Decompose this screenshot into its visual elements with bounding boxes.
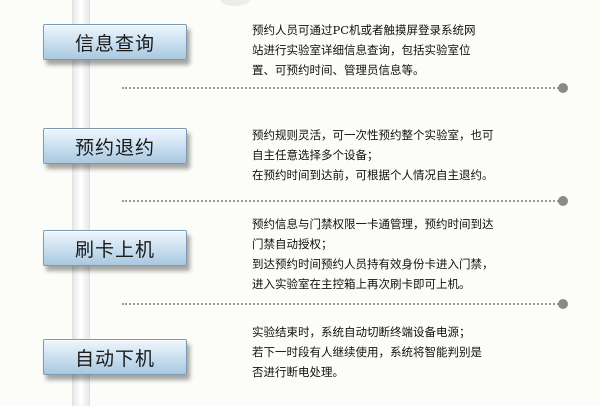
step-3-line: 进入实验室在主控箱上再次刷卡即可上机。 xyxy=(252,277,471,291)
separator-3-end-dot xyxy=(558,299,568,309)
separator-1 xyxy=(122,87,562,89)
top-decoration xyxy=(220,0,250,6)
step-1-line: 置、可预约时间、管理员信息等。 xyxy=(252,63,425,77)
step-4-label: 自动下机 xyxy=(74,347,155,370)
step-4-description: 实验结束时，系统自动切断终端设备电源； 若下一时段有人继续使用，系统将智能判别是… xyxy=(252,322,572,382)
step-4-line: 实验结束时，系统自动切断终端设备电源； xyxy=(252,325,471,339)
step-4-line: 否进行断电处理。 xyxy=(252,365,344,379)
step-2-line: 预约规则灵活，可一次性预约整个实验室，也可 xyxy=(252,128,494,142)
step-3-line: 门禁自动授权； xyxy=(252,237,333,251)
step-3-line: 到达预约时间预约人员持有效身份卡进入门禁， xyxy=(252,257,494,271)
step-2-line: 自主任意选择多个设备； xyxy=(252,148,379,162)
step-2-line: 在预约时间到达前，可根据个人情况自主退约。 xyxy=(252,168,494,182)
separator-1-end-dot xyxy=(558,83,568,93)
step-4-line: 若下一时段有人继续使用，系统将智能判别是 xyxy=(252,345,482,359)
step-1-line: 站进行实验室详细信息查询，包括实验室位 xyxy=(252,43,471,57)
step-2-box: 预约退约 xyxy=(43,128,187,164)
step-3-box: 刷卡上机 xyxy=(43,230,187,266)
step-3-line: 预约信息与门禁权限一卡通管理，预约时间到达 xyxy=(252,217,494,231)
timeline-track xyxy=(72,0,90,406)
step-1-box: 信息查询 xyxy=(43,24,187,60)
step-3-description: 预约信息与门禁权限一卡通管理，预约时间到达 门禁自动授权； 到达预约时间预约人员… xyxy=(252,214,572,294)
step-1-line: 预约人员可通过PC机或者触摸屏登录系统网 xyxy=(252,23,476,37)
step-2-label: 预约退约 xyxy=(74,136,155,159)
separator-2 xyxy=(122,200,562,202)
step-2-description: 预约规则灵活，可一次性预约整个实验室，也可 自主任意选择多个设备； 在预约时间到… xyxy=(252,125,572,185)
separator-2-end-dot xyxy=(558,196,568,206)
step-4-box: 自动下机 xyxy=(43,339,187,375)
step-1-description: 预约人员可通过PC机或者触摸屏登录系统网 站进行实验室详细信息查询，包括实验室位… xyxy=(252,20,572,80)
step-1-label: 信息查询 xyxy=(74,32,155,55)
step-3-label: 刷卡上机 xyxy=(74,238,155,261)
separator-3 xyxy=(122,303,562,305)
